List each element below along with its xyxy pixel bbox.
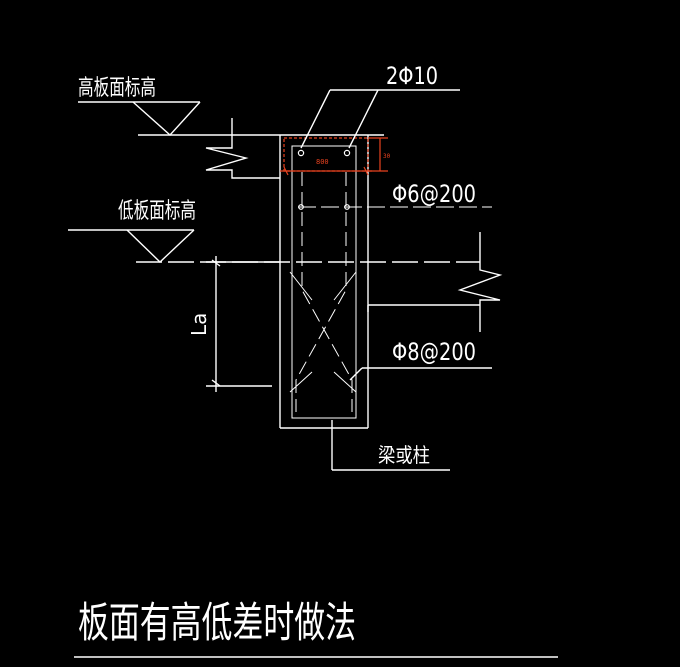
title-text: 板面有高低差时做法 [78, 598, 356, 647]
top-bars-label: 2Φ10 [386, 62, 438, 90]
high-slab-level-marker: 高板面标高 [78, 76, 384, 136]
upper-break-line [205, 118, 280, 179]
beam-section [279, 135, 369, 429]
high-slab-level-label: 高板面标高 [78, 76, 156, 101]
distribution-bars-leader: Φ6@200 [298, 180, 492, 208]
step-dimension: 800 30 [280, 137, 391, 176]
low-slab-level-label: 低板面标高 [118, 199, 196, 224]
beam-or-column-leader: 梁或柱 [331, 420, 450, 471]
low-slab-level-marker: 低板面标高 [68, 199, 480, 263]
lower-break-line [367, 232, 503, 332]
anchorage-dimension: La [187, 256, 280, 392]
small-dim-value: 30 [383, 153, 391, 160]
stirrups-leader: Φ8@200 [349, 338, 492, 381]
beam-or-column-label: 梁或柱 [378, 443, 430, 467]
step-dim-value: 800 [316, 158, 329, 166]
anchorage-length-label: La [187, 313, 211, 336]
distribution-bars-label: Φ6@200 [392, 180, 476, 208]
top-bars-leader: 2Φ10 [300, 62, 460, 149]
drawing-title: 板面有高低差时做法 [74, 598, 558, 658]
stirrups-label: Φ8@200 [392, 338, 476, 366]
